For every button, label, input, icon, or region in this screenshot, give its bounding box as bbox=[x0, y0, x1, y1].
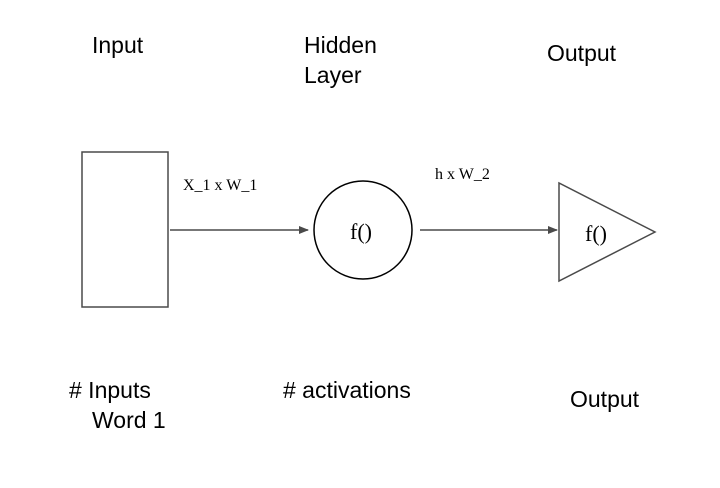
hidden-node-label: f() bbox=[350, 219, 372, 244]
input-box bbox=[81, 151, 169, 308]
output-column-header: Output bbox=[547, 40, 617, 66]
output-node bbox=[558, 181, 657, 283]
hidden-to-output-weight-label: h x W_2 bbox=[435, 166, 490, 183]
input-column-header: Input bbox=[92, 32, 144, 58]
output-footer: Output bbox=[570, 386, 640, 412]
input-footer-line2: Word 1 bbox=[92, 407, 166, 433]
hidden-column-header-line1: Hidden bbox=[304, 32, 377, 58]
hidden-node bbox=[313, 180, 413, 280]
output-node-label: f() bbox=[585, 221, 607, 246]
hidden-footer: # activations bbox=[283, 377, 411, 403]
hidden-column-header-line2: Layer bbox=[304, 62, 362, 88]
input-footer-line1: # Inputs bbox=[69, 377, 151, 403]
input-to-hidden-weight-label: X_1 x W_1 bbox=[183, 177, 257, 194]
